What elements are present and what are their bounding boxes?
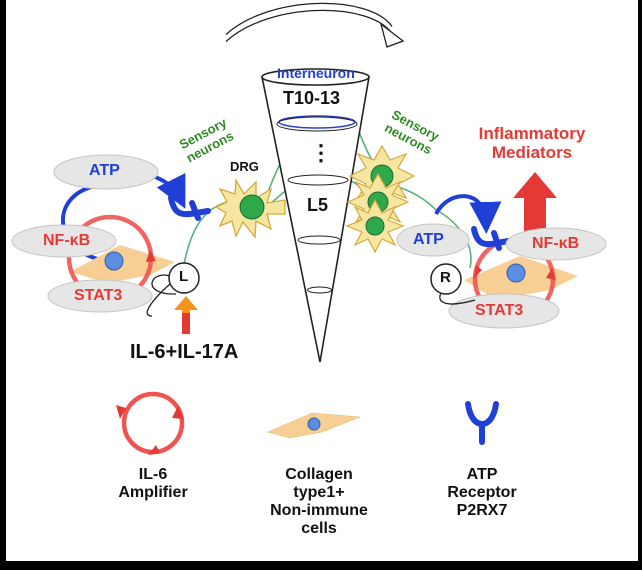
right-atp-label: ATP bbox=[413, 231, 444, 248]
sensory-neuron-cluster bbox=[345, 144, 416, 254]
left-il6-module bbox=[11, 154, 211, 334]
left-stat3-label: STAT3 bbox=[74, 287, 123, 304]
legend-label-atp-receptor: ATP Receptor P2RX7 bbox=[432, 466, 532, 520]
cycle-arrow-icon bbox=[222, 2, 405, 48]
legend-atp-receptor-icon bbox=[465, 401, 499, 445]
legend-label-nonimmune-cells: Collagen type1+ Non-immune cells bbox=[249, 466, 389, 538]
left-atp-label: ATP bbox=[89, 162, 120, 179]
interneuron-label: Interneuron bbox=[277, 65, 355, 81]
legend-fibroblast-icon bbox=[267, 412, 361, 439]
right-il6-module bbox=[396, 172, 607, 329]
left-node-label: L bbox=[179, 268, 189, 285]
legend-text-il6-amplifier: IL-6 Amplifier bbox=[118, 466, 188, 501]
drg-label: DRG bbox=[230, 159, 259, 174]
legend-label-il6-amplifier: IL-6 Amplifier bbox=[103, 466, 203, 502]
spinal-cord-cone bbox=[261, 68, 370, 363]
stimulus-arrow-icon bbox=[174, 296, 198, 334]
inflammatory-mediators-text: Inflammatory Mediators bbox=[478, 124, 586, 163]
legend-il6-amplifier-icon bbox=[116, 391, 185, 455]
stimulus-label: IL-6+IL-17A bbox=[130, 341, 239, 363]
left-nfkb-label: NF-κB bbox=[43, 232, 91, 249]
drg-neuron bbox=[214, 177, 286, 239]
right-stat3-label: STAT3 bbox=[475, 302, 524, 319]
left-receptor-icon bbox=[168, 195, 211, 221]
legend-text-nonimmune-cells: Collagen type1+ Non-immune cells bbox=[270, 466, 368, 537]
spinal-level-top-label: T10-13 bbox=[283, 88, 341, 108]
right-nfkb-label: NF-κB bbox=[532, 235, 580, 252]
spinal-ellipsis: ⋮ bbox=[310, 140, 332, 165]
right-node-label: R bbox=[440, 269, 451, 286]
inflammatory-mediators-label: Inflammatory Mediators bbox=[466, 124, 598, 162]
legend-text-atp-receptor: ATP Receptor P2RX7 bbox=[447, 466, 517, 519]
spinal-level-bottom-label: L5 bbox=[307, 195, 329, 215]
inflammatory-arrow-icon bbox=[513, 172, 557, 235]
